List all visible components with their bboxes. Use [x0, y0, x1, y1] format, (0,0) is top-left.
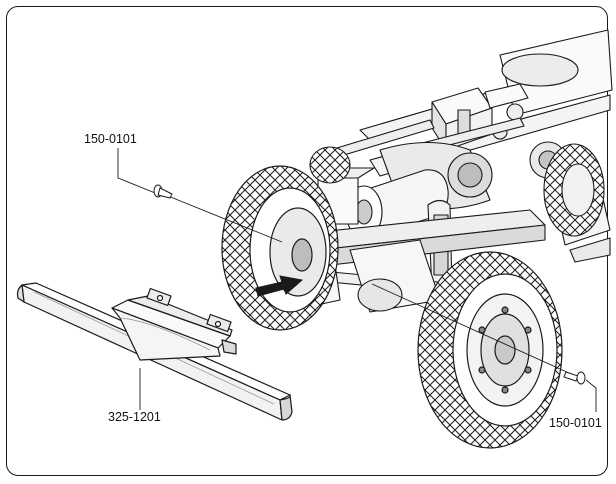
callout-screw-top-left: 150-0101: [84, 132, 137, 146]
leader-screw-bottom-right: [585, 379, 597, 412]
guide-line-top: [167, 195, 283, 243]
screw-top-left: [153, 184, 173, 199]
truck-chassis: [269, 29, 613, 313]
leader-screw-top-left: [117, 148, 161, 196]
guide-line-bottom: [371, 283, 581, 379]
rear-wheel: [309, 143, 605, 237]
leader-lines: [117, 148, 597, 412]
front-left-wheel: [221, 165, 339, 331]
screw-bottom-right: [563, 371, 586, 385]
front-bumper: [16, 282, 293, 421]
assembly-arrow-icon: [255, 275, 304, 297]
callout-bumper: 325-1201: [108, 410, 161, 424]
callout-screw-bottom-right: 150-0101: [549, 416, 602, 430]
front-right-wheel: [417, 251, 563, 449]
